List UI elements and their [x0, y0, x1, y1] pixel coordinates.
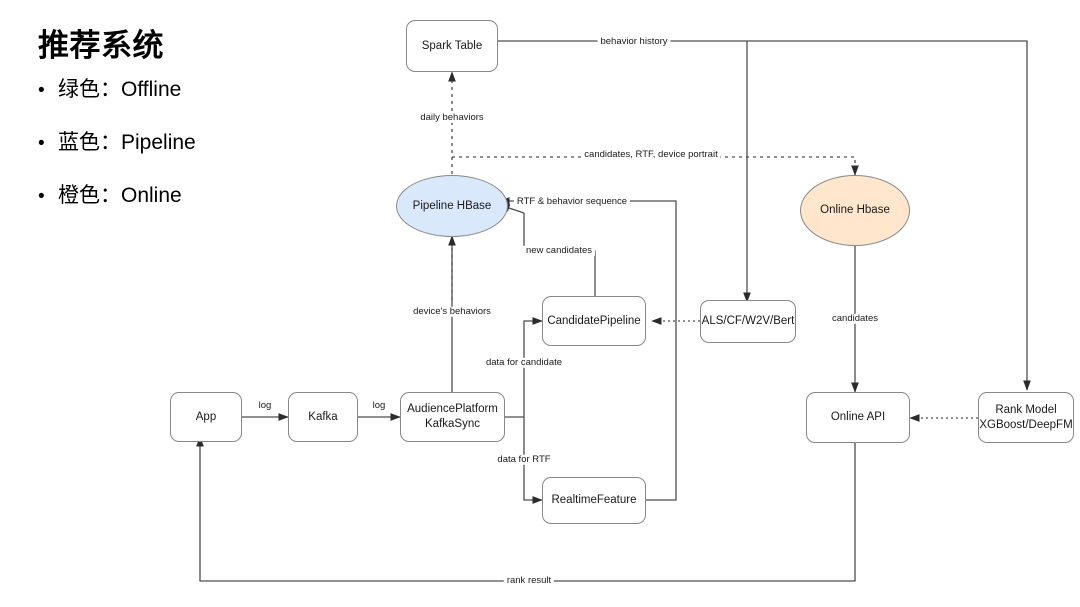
node-label: RealtimeFeature: [551, 494, 637, 507]
edge-label-behavior-history: behavior history: [597, 36, 671, 48]
node-label: Pipeline HBase: [412, 199, 492, 212]
edge-label-data-for-candidate: data for candidate: [482, 357, 566, 369]
node-online-hbase[interactable]: Online Hbase: [800, 175, 910, 246]
bullet-icon: •: [38, 185, 45, 207]
node-label: App: [195, 410, 217, 423]
legend-item-label: 橙色：Online: [58, 183, 182, 207]
node-label: ALS/CF/W2V/Bert: [701, 315, 795, 328]
legend-item-label: 蓝色：Pipeline: [58, 130, 196, 154]
node-candidate-pipeline[interactable]: CandidatePipeline: [542, 296, 646, 346]
legend-list: • 绿色：Offline • 蓝色：Pipeline • 橙色：Online: [38, 78, 338, 207]
node-realtime-feature[interactable]: RealtimeFeature: [542, 477, 646, 524]
edge-label-candidates: candidates: [829, 313, 881, 325]
node-label-line1: Rank Model: [995, 403, 1057, 416]
node-pipeline-hbase[interactable]: Pipeline HBase: [396, 175, 508, 237]
node-label: Online Hbase: [820, 204, 890, 217]
bullet-icon: •: [38, 79, 45, 101]
edge-label-log-kafka-audience: log: [369, 400, 389, 412]
edge-label-candidates-rtf-device-portrait: candidates, RTF, device portrait: [581, 149, 721, 161]
node-label: Kafka: [308, 410, 338, 423]
node-label-line1: AudiencePlatform: [407, 403, 498, 416]
bullet-icon: •: [38, 132, 45, 154]
edge-label-daily-behaviors: daily behaviors: [417, 112, 487, 124]
legend-item-online: • 橙色：Online: [38, 184, 338, 207]
page-title: 推荐系统: [38, 28, 164, 63]
legend: 推荐系统 • 绿色：Offline • 蓝色：Pipeline • 橙色：Onl…: [38, 28, 338, 237]
edge-label-log-app-kafka: log: [255, 400, 275, 412]
node-label-line2: KafkaSync: [425, 418, 480, 430]
node-spark-table[interactable]: Spark Table: [406, 20, 498, 72]
legend-item-offline: • 绿色：Offline: [38, 78, 338, 101]
edge-spark-table-to-rank-model: [497, 40, 1031, 391]
legend-item-label: 绿色：Offline: [58, 77, 182, 101]
node-label: CandidatePipeline: [547, 314, 641, 327]
node-online-api[interactable]: Online API: [806, 392, 910, 443]
edge-label-new-candidates: new candidates: [522, 245, 596, 257]
node-audience-platform-kafkasync[interactable]: AudiencePlatform KafkaSync: [400, 392, 505, 442]
node-app[interactable]: App: [170, 392, 242, 442]
node-label: Spark Table: [421, 39, 483, 52]
node-label-line2: XGBoost/DeepFM: [979, 418, 1073, 431]
node-rank-model[interactable]: Rank Model XGBoost/DeepFM: [978, 392, 1074, 443]
edge-audience-platform-to-candidate-pipeline: [505, 317, 543, 418]
edge-label-rtf-behavior-sequence: RTF & behavior sequence: [513, 196, 631, 208]
edge-label-data-for-rtf: data for RTF: [494, 454, 554, 466]
legend-item-pipeline: • 蓝色：Pipeline: [38, 131, 338, 154]
edge-audience-platform-to-realtime-feature: [523, 417, 543, 504]
edge-label-device-behaviors: device's behaviors: [410, 306, 494, 318]
edge-label-rank-result: rank result: [503, 575, 555, 587]
node-label: Online API: [830, 411, 886, 424]
node-als-cf-w2v-bert[interactable]: ALS/CF/W2V/Bert: [700, 300, 796, 343]
node-kafka[interactable]: Kafka: [288, 392, 358, 442]
